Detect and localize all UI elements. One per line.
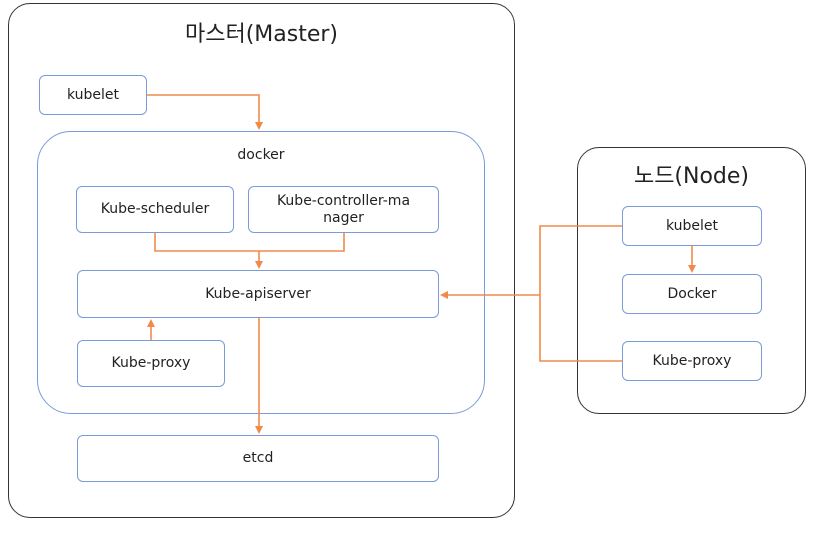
master-kube-proxy-box: Kube-proxy [77,340,225,387]
kube-scheduler-box: Kube-scheduler [76,186,234,233]
master-title: 마스터(Master) [184,22,339,47]
node-docker-box: Docker [622,274,762,314]
arrow-kubelet-to-docker [147,94,263,130]
kube-controller-manager-box: Kube-controller-manager [248,186,439,233]
master-kubelet-box: kubelet [39,75,147,115]
line-scheduler-to-join [154,233,259,252]
docker-label: docker [237,147,285,163]
node-kube-proxy-box: Kube-proxy [622,341,762,381]
node-kubelet-box: kubelet [622,206,762,246]
node-title: 노드(Node) [633,164,750,189]
line-controller-to-join [259,233,345,252]
kube-controller-manager-label: Kube-controller-manager [276,192,411,226]
kube-apiserver-box: Kube-apiserver [77,270,439,318]
line-node-proxy-bus [539,295,622,362]
line-node-kubelet-bus [539,225,622,295]
etcd-box: etcd [77,435,439,482]
